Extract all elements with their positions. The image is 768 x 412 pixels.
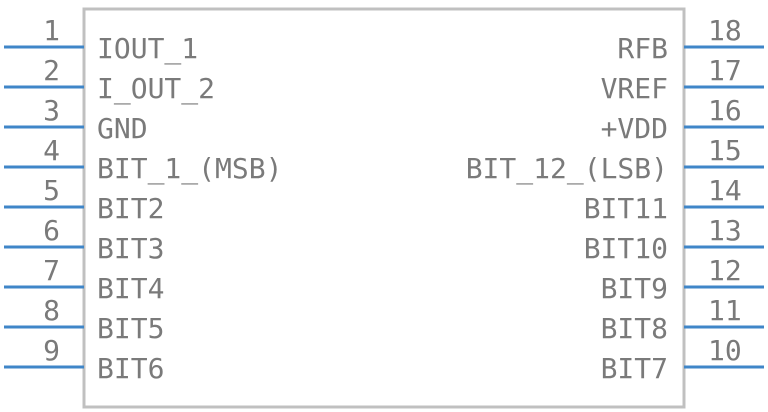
- pin-16-number: 16: [708, 94, 742, 127]
- pin-12-number: 12: [708, 254, 742, 287]
- pin-5-number: 5: [43, 174, 60, 207]
- pin-4-number: 4: [43, 134, 60, 167]
- pin-18-number: 18: [708, 14, 742, 47]
- pin-11-label: BIT8: [601, 312, 668, 345]
- pin-13-label: BIT10: [584, 232, 668, 265]
- pin-13-number: 13: [708, 214, 742, 247]
- pin-3-label: GND: [97, 112, 148, 145]
- pin-9-label: BIT6: [97, 352, 164, 385]
- pin-14-number: 14: [708, 174, 742, 207]
- pin-6-label: BIT3: [97, 232, 164, 265]
- pin-12-label: BIT9: [601, 272, 668, 305]
- pin-17-label: VREF: [601, 72, 668, 105]
- pin-11-number: 11: [708, 294, 742, 327]
- pin-10-number: 10: [708, 334, 742, 367]
- pin-1-label: IOUT_1: [97, 32, 198, 66]
- pin-8-number: 8: [43, 294, 60, 327]
- pin-18-label: RFB: [617, 32, 668, 65]
- pin-6-number: 6: [43, 214, 60, 247]
- pin-14-label: BIT11: [584, 192, 668, 225]
- pin-5-label: BIT2: [97, 192, 164, 225]
- pin-3-number: 3: [43, 94, 60, 127]
- pin-17-number: 17: [708, 54, 742, 87]
- pin-7-number: 7: [43, 254, 60, 287]
- pin-15-number: 15: [708, 134, 742, 167]
- pin-10-label: BIT7: [601, 352, 668, 385]
- pin-4-label: BIT_1_(MSB): [97, 152, 282, 186]
- pin-1-number: 1: [43, 14, 60, 47]
- pin-7-label: BIT4: [97, 272, 164, 305]
- pin-2-number: 2: [43, 54, 60, 87]
- ic-body: [82, 7, 686, 409]
- pin-15-label: BIT_12_(LSB): [466, 152, 668, 186]
- pin-9-number: 9: [43, 334, 60, 367]
- pin-2-label: I_OUT_2: [97, 72, 215, 106]
- pin-16-label: +VDD: [601, 112, 668, 145]
- pin-8-label: BIT5: [97, 312, 164, 345]
